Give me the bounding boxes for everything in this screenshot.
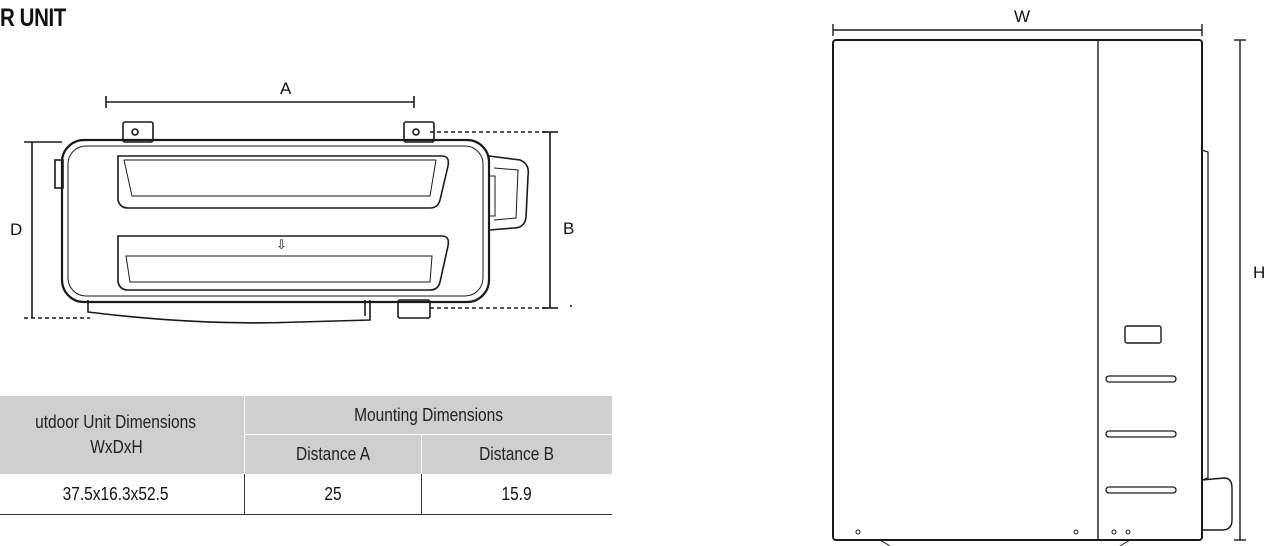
cell-wxdxh-value: 37.5x16.3x52.5 [63, 483, 169, 504]
dim-label-h: H [1253, 263, 1265, 282]
cell-distance-b-value: 15.9 [501, 483, 533, 504]
dim-label-w: W [1014, 7, 1030, 26]
airflow-arrow-icon: ⇩ [276, 238, 287, 253]
header-distance-b: Distance B [421, 434, 612, 474]
dimensions-table: utdoor Unit Dimensions WxDxH Mounting Di… [0, 396, 612, 515]
cell-distance-a: 25 [244, 474, 422, 515]
header-distance-a: Distance A [244, 434, 422, 474]
dim-label-d: D [10, 220, 22, 239]
header-mounting-dimensions: Mounting Dimensions [244, 396, 612, 435]
header-outdoor-unit-dimensions: utdoor Unit Dimensions WxDxH [0, 396, 245, 474]
cell-distance-b: 15.9 [421, 474, 612, 515]
cell-distance-a-value: 25 [324, 483, 342, 504]
page-title: R UNIT [0, 4, 66, 32]
sub-header-a-label: Distance A [295, 444, 370, 464]
sub-header-b-label: Distance B [479, 444, 555, 464]
header-line-2: WxDxH [89, 437, 143, 457]
cell-wxdxh: 37.5x16.3x52.5 [0, 474, 245, 515]
front-view-diagram: W H [832, 7, 1265, 546]
top-view-diagram: A D B ⇩ [10, 79, 574, 324]
dim-label-a: A [280, 79, 292, 98]
group-header-label: Mounting Dimensions [354, 404, 503, 425]
table-row: 37.5x16.3x52.5 25 15.9 [0, 474, 612, 515]
header-line-1: utdoor Unit Dimensions [35, 412, 197, 432]
dim-label-b: B [563, 219, 574, 238]
